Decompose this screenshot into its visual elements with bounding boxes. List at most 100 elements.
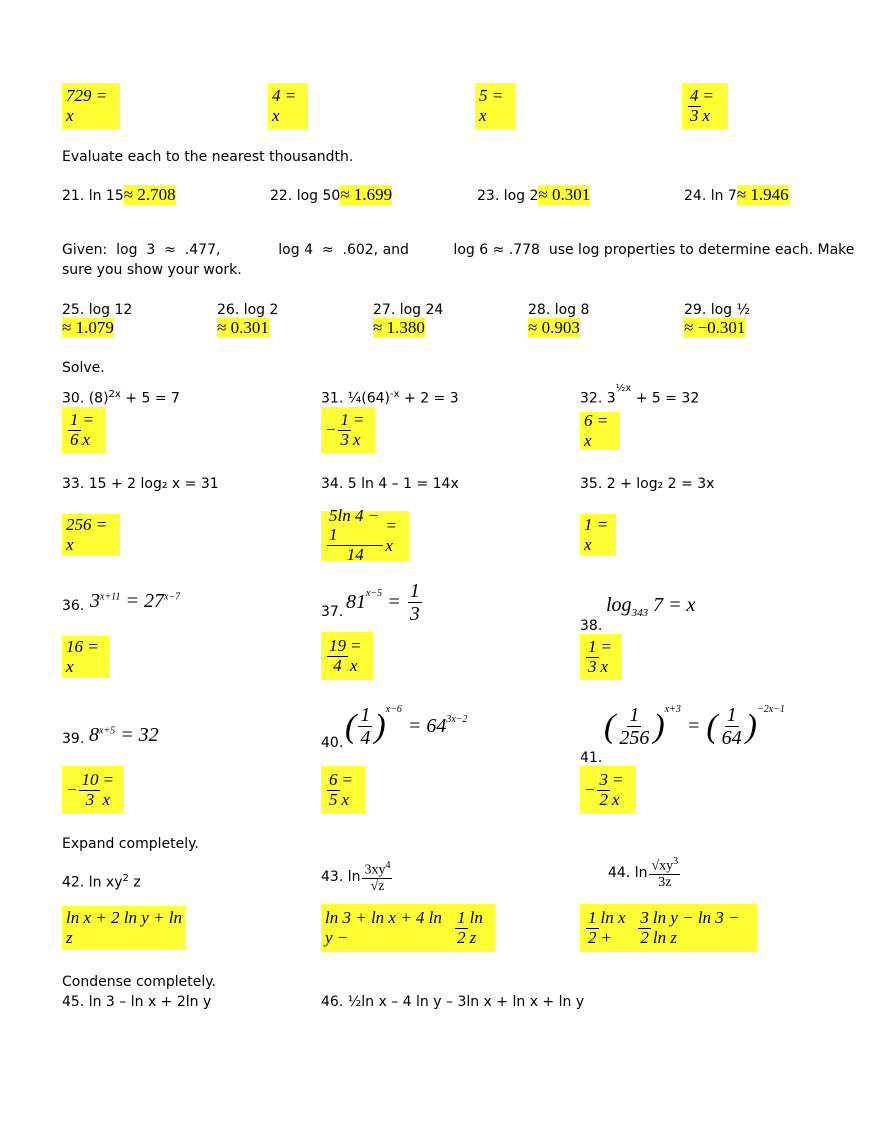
left-paren: (	[706, 707, 718, 745]
base: 3	[90, 590, 100, 612]
sign: −	[325, 420, 337, 439]
exponent: x+11	[100, 591, 121, 603]
section-evaluate: Evaluate each to the nearest thousandth.	[62, 149, 354, 165]
question-rest: + 5 = 7	[120, 390, 180, 407]
question: 32. 3	[580, 390, 616, 407]
right-paren: )	[745, 707, 757, 745]
problem-35: 35. 2 + log₂ 2 = 3x	[580, 476, 715, 492]
given-line-2: sure you show your work.	[62, 262, 242, 278]
answer: ≈ 2.708	[123, 185, 176, 205]
problem-37: 37.	[321, 604, 343, 620]
section-condense: Condense completely.	[62, 974, 216, 990]
denominator: 6	[70, 429, 79, 449]
answer: ≈ 1.079	[62, 318, 114, 338]
exponent: x−5	[366, 588, 383, 599]
problem-33: 33. 15 + 2 log₂ x = 31	[62, 476, 219, 492]
log: log	[606, 594, 632, 616]
problem-40: 40.	[321, 735, 344, 751]
equals: =	[686, 715, 701, 737]
problem-43: 43. ln 3xy4√z	[321, 860, 394, 894]
right-paren: )	[653, 707, 665, 745]
problem-45: 45. ln 3 – ln x + 2ln y	[62, 994, 212, 1010]
denominator: 3z	[658, 875, 672, 891]
answer: ≈ 1.380	[373, 318, 425, 338]
answer-tail: = x	[82, 410, 94, 449]
base: 8	[89, 724, 99, 746]
denominator: 3	[340, 429, 349, 449]
numerator: 3	[638, 907, 651, 929]
answer: ≈ −0.301	[684, 318, 746, 338]
right-paren: )	[374, 707, 386, 745]
numerator: 5ln 4 − 1	[327, 507, 384, 546]
answer-box-36: 16 = x	[62, 636, 110, 678]
numerator: 3	[597, 769, 610, 791]
denominator: 2	[457, 927, 466, 947]
numerator: 1	[586, 636, 599, 658]
left-paren: (	[345, 707, 357, 745]
answer-box-42: ln x + 2 ln y + ln z	[62, 906, 186, 950]
answer-text: 4 = x	[272, 86, 297, 125]
denominator: 64	[721, 727, 742, 749]
answer-box-35: 1 = x	[580, 514, 616, 556]
answer-box-5: 5 = x	[475, 83, 515, 129]
numerator: √xy3	[649, 856, 681, 876]
answer-text: 256 = x	[66, 515, 108, 554]
left-paren: (	[604, 707, 616, 745]
denominator: 2	[588, 927, 597, 947]
equation-36: 3x+11 = 27x−7	[90, 590, 180, 613]
numerator: 19	[327, 635, 348, 657]
answer-tail: = x	[350, 636, 362, 675]
answer-tail: = x	[385, 516, 397, 555]
question: 30. (8)	[62, 390, 109, 407]
problem-24: 24. ln 7≈ 1.946	[684, 185, 789, 205]
answer: ≈ 0.301	[217, 318, 269, 338]
label: 44. ln	[608, 865, 648, 882]
answer-text: 5 = x	[479, 86, 504, 125]
problem-25: 25. log 12≈ 1.079	[62, 302, 132, 338]
exponent: 3x−2	[446, 714, 468, 725]
problem-32: 32. 3½x + 5 = 32	[580, 383, 699, 407]
exponent: ½x	[615, 383, 632, 394]
numerator: 1	[586, 907, 599, 929]
question: 24. ln 7	[684, 188, 737, 204]
question: 22. log 50	[270, 188, 341, 204]
exponent: x+3	[664, 704, 681, 715]
section-solve: Solve.	[62, 360, 105, 376]
question: 25. log 12	[62, 302, 133, 318]
numerator-text: 3xy	[364, 862, 386, 878]
equation-rest: 7 = x	[648, 594, 696, 616]
answer-box-33: 256 = x	[62, 514, 120, 556]
denominator: 5	[329, 789, 338, 809]
label: 36.	[62, 598, 85, 614]
problem-30: 30. (8)2x + 5 = 7	[62, 389, 180, 407]
question-rest: + 2 = 3	[399, 390, 459, 407]
answer-tail: ln z	[469, 908, 483, 947]
denominator: 256	[619, 727, 650, 749]
answer-text: 6 = x	[584, 411, 609, 450]
equation-39: 8x+5 = 32	[89, 724, 159, 747]
answer-tail: = x	[341, 770, 353, 809]
numerator: 4	[688, 85, 701, 107]
denominator: 3	[85, 789, 95, 809]
answer-tail: ln y − ln 3 − ln z	[652, 908, 740, 947]
numerator: 6	[327, 769, 340, 791]
problem-22: 22. log 50≈ 1.699	[270, 185, 393, 205]
fraction: 3xy4√z	[362, 860, 393, 894]
